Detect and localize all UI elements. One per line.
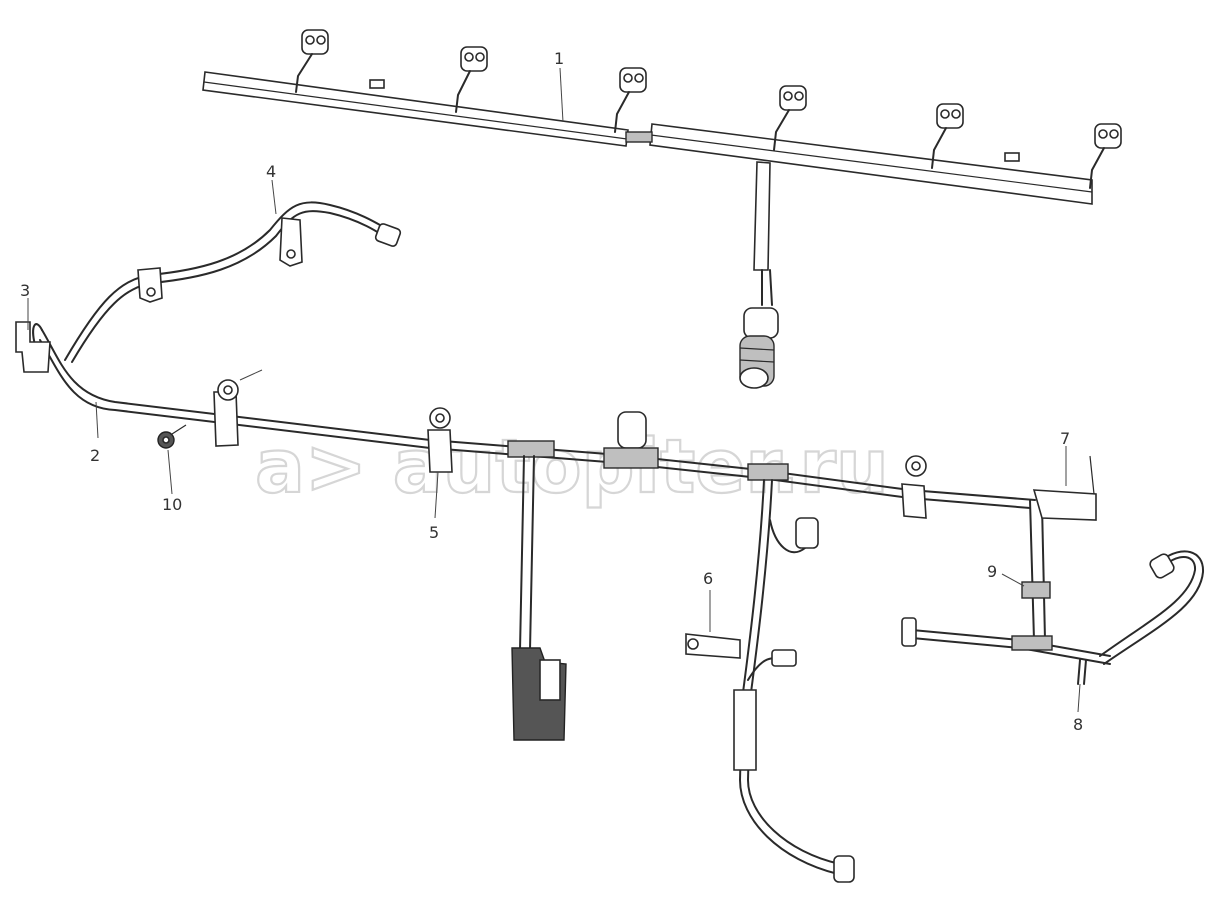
injector-connector-1 bbox=[295, 29, 329, 93]
injector-connector-4 bbox=[773, 85, 807, 151]
grommet-part-10 bbox=[157, 424, 187, 449]
injector-harness-part-1 bbox=[202, 29, 1122, 389]
injector-connector-2 bbox=[455, 46, 488, 113]
ecu-connector bbox=[511, 647, 567, 741]
trunk-clip-1 bbox=[213, 379, 239, 447]
round-connector bbox=[739, 307, 779, 389]
label-5: 5 bbox=[429, 523, 439, 542]
injector-connector-6 bbox=[1089, 123, 1122, 189]
injector-connector-3 bbox=[614, 67, 647, 133]
label-1: 1 bbox=[554, 49, 564, 68]
injector-connector-5 bbox=[931, 103, 964, 169]
trunk-clip-right bbox=[901, 455, 927, 519]
main-harness-part-2 bbox=[15, 201, 1205, 883]
trunk-clip-5 bbox=[427, 407, 453, 473]
label-10: 10 bbox=[162, 495, 182, 514]
label-6: 6 bbox=[703, 569, 713, 588]
label-4: 4 bbox=[266, 162, 276, 181]
leader-lines bbox=[27, 67, 1081, 713]
part-labels: 1 2 3 4 5 6 7 8 9 10 bbox=[20, 49, 1083, 734]
label-2: 2 bbox=[90, 446, 100, 465]
watermark-text: a> autopiter.ru bbox=[255, 424, 889, 510]
label-8: 8 bbox=[1073, 715, 1083, 734]
label-9: 9 bbox=[987, 562, 997, 581]
watermark: a> autopiter.ru bbox=[254, 423, 890, 511]
label-3: 3 bbox=[20, 281, 30, 300]
bracket-6 bbox=[685, 633, 741, 659]
trunk-sensor bbox=[603, 411, 659, 469]
label-7: 7 bbox=[1060, 429, 1070, 448]
